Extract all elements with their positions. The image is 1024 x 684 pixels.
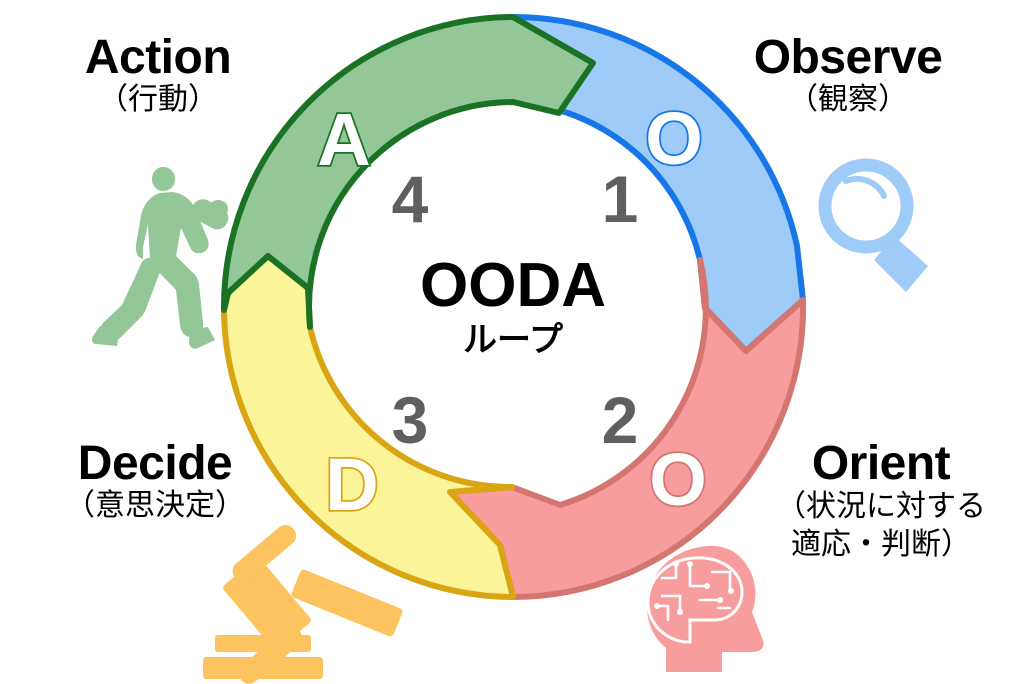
- label-orient-jp-line2: 適応・判断）: [791, 527, 971, 561]
- label-action-en: Action: [84, 31, 232, 84]
- segment-letter-orient: O: [649, 438, 707, 521]
- label-decide-jp: （意思決定）: [65, 489, 245, 522]
- segment-letter-action: A: [317, 98, 370, 181]
- label-orient: Orient （状況に対する 適応・判断）: [766, 440, 996, 563]
- label-orient-jp-line1: （状況に対する: [776, 490, 986, 523]
- magnifier-icon: [818, 158, 928, 292]
- segment-observe[interactable]: [510, 13, 806, 354]
- gavel-icon: [203, 525, 403, 684]
- label-action-jp: （行動）: [98, 83, 218, 116]
- label-decide: Decide （意思決定）: [40, 440, 270, 523]
- label-observe: Observe （観察）: [708, 34, 988, 117]
- center-title-block: OODA ループ: [366, 255, 660, 360]
- step-number-4: 4: [392, 162, 429, 236]
- brain-head-icon: [646, 546, 764, 672]
- segment-letter-decide: D: [325, 443, 378, 526]
- step-number-2: 2: [602, 383, 639, 457]
- label-decide-en: Decide: [77, 437, 233, 490]
- label-observe-jp: （観察）: [788, 83, 908, 116]
- label-action: Action （行動）: [48, 34, 268, 117]
- label-observe-en: Observe: [753, 31, 943, 84]
- diagram-title: OODA: [420, 251, 606, 320]
- segment-letter-observe: O: [645, 97, 703, 180]
- step-number-3: 3: [392, 383, 429, 457]
- runner-icon: [92, 167, 229, 349]
- segment-action[interactable]: [220, 14, 596, 330]
- diagram-subtitle: ループ: [463, 321, 563, 359]
- label-orient-en: Orient: [811, 437, 951, 490]
- step-number-1: 1: [602, 162, 639, 236]
